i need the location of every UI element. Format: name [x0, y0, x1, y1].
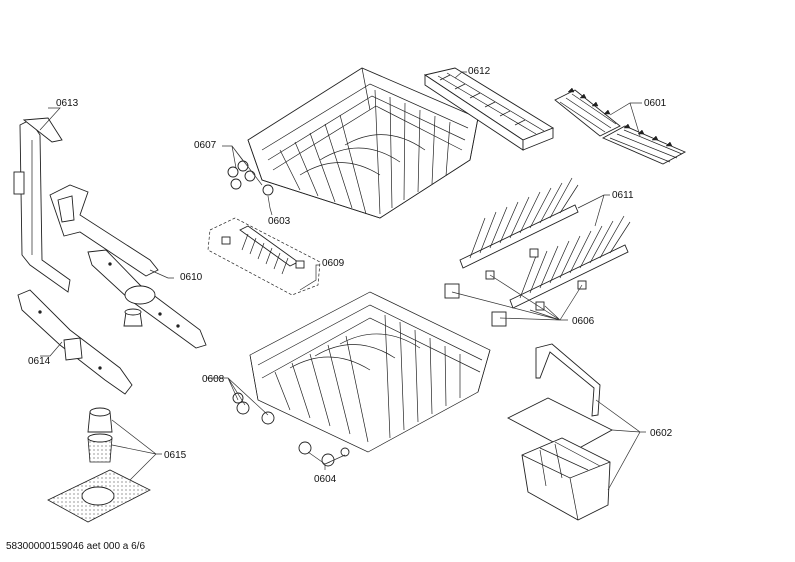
tine-racks-0611 [459, 177, 631, 309]
spray-pipe-0613 [13, 117, 71, 293]
drawing-number: 58300000159046 aet 000 a 6/6 [6, 541, 146, 552]
label-0601: 0601 [644, 98, 667, 109]
cutlery-tray-0612 [423, 67, 555, 151]
small-rack-0603 [207, 217, 321, 296]
label-0603: 0603 [268, 216, 291, 227]
label-0607: 0607 [194, 140, 217, 151]
lower-basket-rollers [232, 392, 350, 467]
label-0606: 0606 [572, 316, 595, 327]
label-0608: 0608 [202, 374, 225, 385]
spray-arm-0610 [87, 249, 207, 349]
filter-assembly-0615 [47, 407, 151, 523]
leader-lines [39, 71, 646, 491]
cutlery-basket-0602 [507, 343, 613, 521]
spray-arm-hub [123, 308, 143, 327]
label-0612: 0612 [468, 66, 491, 77]
label-0611: 0611 [612, 190, 634, 201]
label-0610: 0610 [180, 272, 203, 283]
lower-basket [249, 291, 491, 453]
label-0613: 0613 [56, 98, 79, 109]
label-0615: 0615 [164, 450, 187, 461]
label-0614: 0614 [28, 356, 51, 367]
spray-arm-mount [49, 184, 159, 277]
label-0609: 0609 [322, 258, 345, 269]
label-0602: 0602 [650, 428, 673, 439]
upper-basket [247, 67, 479, 219]
label-0604: 0604 [314, 474, 337, 485]
lower-spray-arm-0614 [17, 289, 133, 395]
fold-down-racks-0601 [554, 87, 687, 165]
